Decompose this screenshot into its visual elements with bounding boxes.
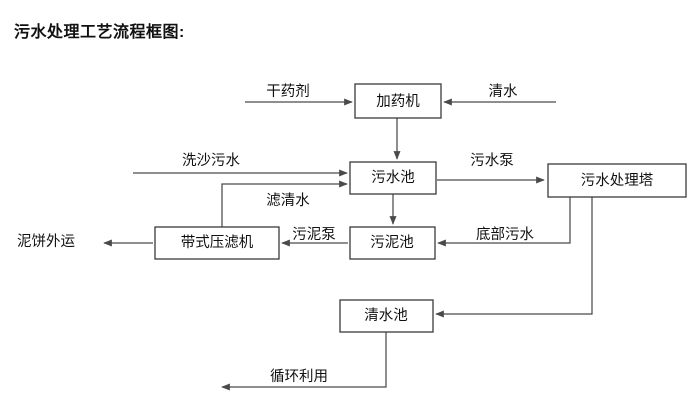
- node-belt-filter-press[interactable]: 带式压滤机: [154, 226, 280, 260]
- edge-treatment-tower-to-sludge-pool-bottom-sewage: [437, 197, 571, 247]
- edge-label-clear-water-in: 清水: [489, 83, 518, 100]
- node-dosing-machine[interactable]: 加药机: [354, 83, 442, 119]
- node-label-treatment-tower: 污水处理塔: [581, 172, 654, 189]
- edge-belt-press-to-sewage-pool-filtered-water: [221, 180, 348, 227]
- edge-label-sand-wash-sewage: 洗沙污水: [182, 152, 240, 169]
- node-sewage-pool[interactable]: 污水池: [349, 161, 437, 195]
- node-label-dosing-machine: 加药机: [376, 93, 420, 110]
- node-label-sewage-pool: 污水池: [371, 169, 415, 186]
- edge-label-sludge-pump: 污泥泵: [292, 226, 336, 243]
- node-label-clear-water-pool: 清水池: [364, 307, 408, 324]
- page-title: 污水处理工艺流程框图:: [14, 24, 185, 41]
- node-label-sludge-pool: 污泥池: [370, 234, 414, 251]
- edge-treatment-tower-to-clear-water-pool: [435, 197, 593, 318]
- node-clear-water-pool[interactable]: 清水池: [339, 299, 434, 333]
- edge-label-dry-reagent: 干药剂: [266, 83, 310, 100]
- edge-label-bottom-sewage: 底部污水: [476, 226, 534, 243]
- node-label-belt-filter-press: 带式压滤机: [181, 234, 254, 251]
- node-treatment-tower[interactable]: 污水处理塔: [547, 163, 687, 198]
- node-sludge-pool[interactable]: 污泥池: [349, 226, 436, 260]
- edge-label-recycle-use: 循环利用: [270, 368, 328, 385]
- edge-label-sewage-pump: 污水泵: [470, 152, 514, 169]
- edge-clear-water-pool-to-recycle: [221, 332, 387, 391]
- terminal-label-mud-cake-out: 泥饼外运: [17, 233, 75, 250]
- edge-label-filtered-water: 滤清水: [266, 192, 310, 209]
